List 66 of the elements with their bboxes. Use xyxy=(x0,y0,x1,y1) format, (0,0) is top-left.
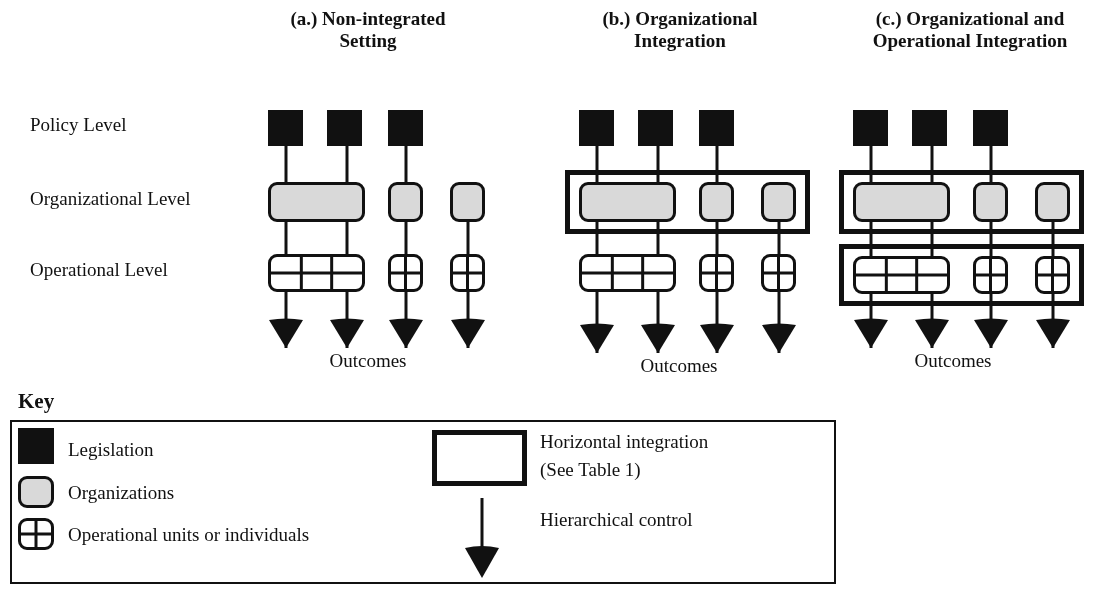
connector-line xyxy=(656,146,660,182)
connector-line xyxy=(869,146,873,182)
rounded-box xyxy=(268,182,365,222)
grid-box xyxy=(853,256,950,294)
rounded-box xyxy=(388,182,423,222)
connector-line xyxy=(715,146,719,182)
legend-label: Operational units or individuals xyxy=(68,523,311,547)
legend-label: Horizontal integration (See Table 1) xyxy=(540,430,710,482)
integration-frame xyxy=(839,244,1084,306)
legend-label: Hierarchical control xyxy=(540,508,694,532)
filled-square xyxy=(699,110,734,146)
rounded-box xyxy=(973,182,1008,222)
panel-heading: (b.) Organizational Integration xyxy=(601,8,759,52)
rounded-box xyxy=(450,182,485,222)
filled-square xyxy=(853,110,888,146)
outcomes-text: Outcomes xyxy=(258,350,478,372)
filled-square xyxy=(327,110,362,146)
grid-box xyxy=(450,254,485,292)
panel-heading: (a.) Non-integrated Setting xyxy=(289,8,447,52)
filled-square xyxy=(388,110,423,146)
connector-line xyxy=(345,222,349,254)
filled-square xyxy=(579,110,614,146)
level-label: Policy Level xyxy=(30,114,128,136)
rounded-box xyxy=(761,182,796,222)
connector-line xyxy=(595,146,599,182)
panel-heading: (c.) Organizational and Operational Integration xyxy=(871,8,1069,52)
connector-line xyxy=(404,222,408,254)
connector-line xyxy=(869,222,873,256)
filled-square xyxy=(973,110,1008,146)
connector-line xyxy=(284,146,288,182)
grid-box xyxy=(761,254,796,292)
connector-line xyxy=(656,222,660,254)
connector-line xyxy=(466,222,470,254)
connector-line xyxy=(930,222,934,256)
level-label: Operational Level xyxy=(30,259,169,281)
integration-frame xyxy=(839,170,1084,234)
legend-label: Legislation xyxy=(68,438,155,462)
outcomes-text: Outcomes xyxy=(569,355,789,377)
rounded-box xyxy=(579,182,676,222)
outcomes-text: Outcomes xyxy=(843,350,1063,372)
legend-label: Organizations xyxy=(68,481,176,505)
filled-square xyxy=(638,110,673,146)
grid-box xyxy=(579,254,676,292)
connector-line xyxy=(715,222,719,254)
connector-line xyxy=(284,222,288,254)
key-heading: Key xyxy=(18,390,56,412)
grid-box xyxy=(388,254,423,292)
connector-line xyxy=(989,222,993,256)
rounded-box xyxy=(853,182,950,222)
connector-line xyxy=(345,146,349,182)
connector-line xyxy=(1051,222,1055,256)
level-label: Organizational Level xyxy=(30,188,192,210)
grid-box xyxy=(699,254,734,292)
integration-frame xyxy=(565,170,810,234)
filled-square xyxy=(268,110,303,146)
rounded-box xyxy=(1035,182,1070,222)
rounded-box xyxy=(699,182,734,222)
grid-box xyxy=(1035,256,1070,294)
connector-line xyxy=(404,146,408,182)
grid-box xyxy=(268,254,365,292)
grid-box xyxy=(973,256,1008,294)
connector-line xyxy=(777,222,781,254)
connector-line xyxy=(595,222,599,254)
connector-line xyxy=(930,146,934,182)
filled-square xyxy=(912,110,947,146)
connector-line xyxy=(989,146,993,182)
